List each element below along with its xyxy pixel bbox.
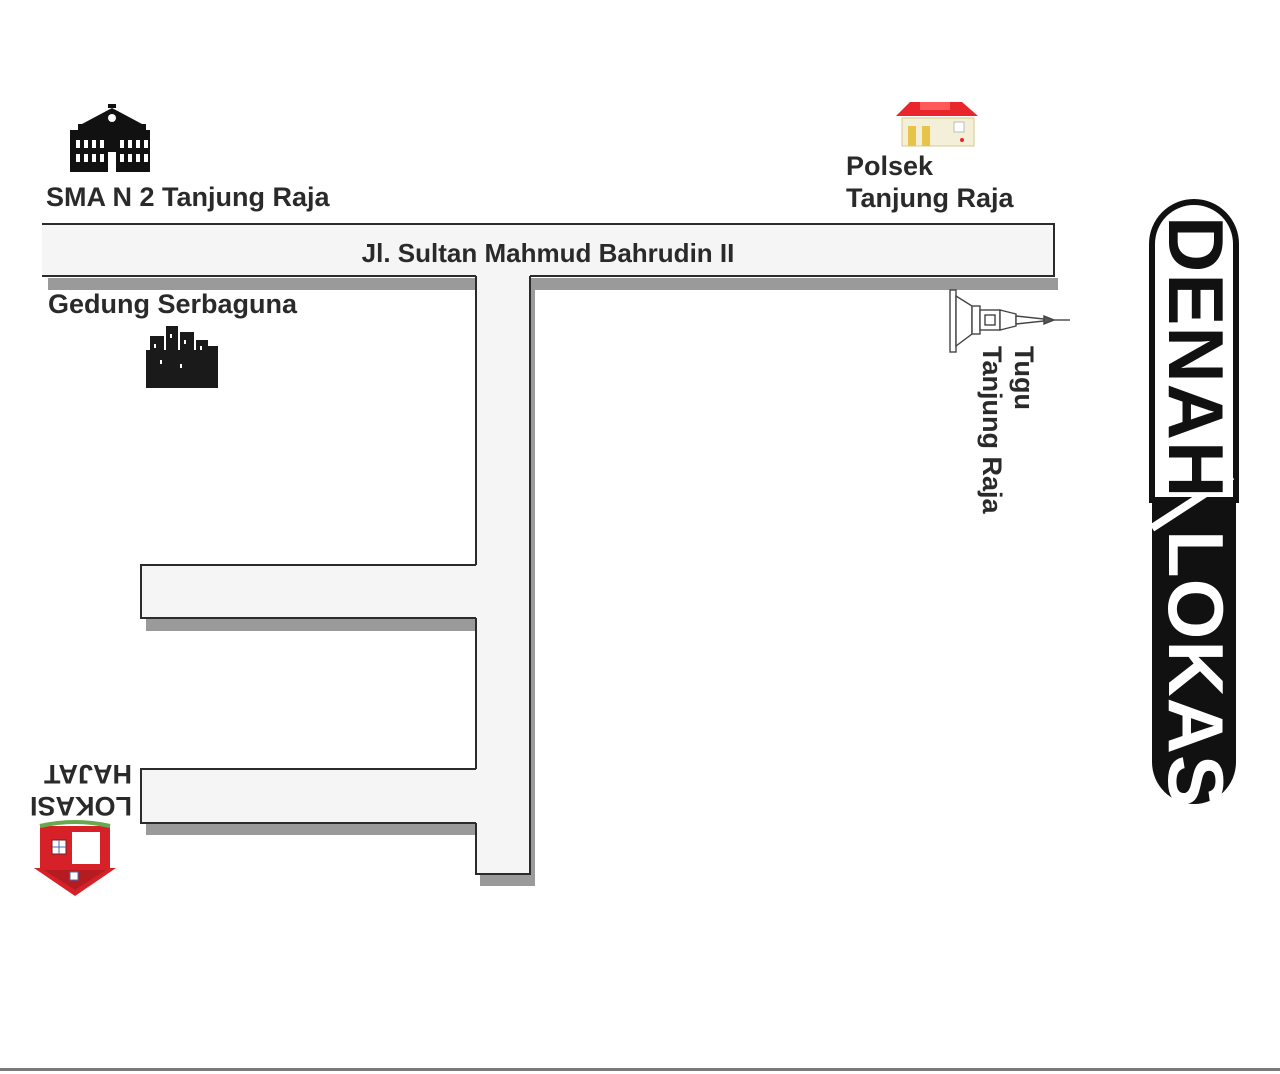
destination-label-line1: LOKASI: [29, 791, 132, 821]
title-slash: [1149, 472, 1235, 532]
road-outlines: [42, 223, 1055, 875]
school-label: SMA N 2 Tanjung Raja: [46, 182, 330, 212]
city-buildings-icon: [146, 326, 218, 388]
monument-label-line2: Tanjung Raja: [977, 346, 1007, 514]
vertical-road: [476, 276, 530, 874]
hall-label: Gedung Serbaguna: [48, 289, 298, 319]
police-label-line2: Tanjung Raja: [846, 183, 1014, 213]
police-label-line1: Polsek: [846, 151, 934, 181]
house-icon: [34, 820, 116, 896]
destination-label-line2: HAJAT: [43, 759, 132, 789]
main-road: [42, 224, 1054, 276]
monument-icon: [949, 289, 1070, 353]
side-road-upper: [141, 565, 477, 618]
road-name: Jl. Sultan Mahmud Bahrudin II: [361, 238, 735, 268]
title-pill: [1149, 199, 1239, 804]
title-part2: LOKASI: [1152, 530, 1240, 831]
monument-label-line1: Tugu: [1009, 346, 1039, 410]
monument-label: Tugu Tanjung Raja: [976, 346, 1040, 514]
police-label: Polsek Tanjung Raja: [846, 150, 1014, 214]
roads: [42, 224, 1054, 874]
title-part1: DENAH: [1152, 216, 1240, 499]
police-station-icon: [896, 102, 978, 147]
school-building-icon: [70, 104, 150, 172]
bottom-divider: [0, 1068, 1280, 1071]
side-road-lower: [141, 769, 477, 823]
destination-label: LOKASI HAJAT: [18, 758, 132, 822]
